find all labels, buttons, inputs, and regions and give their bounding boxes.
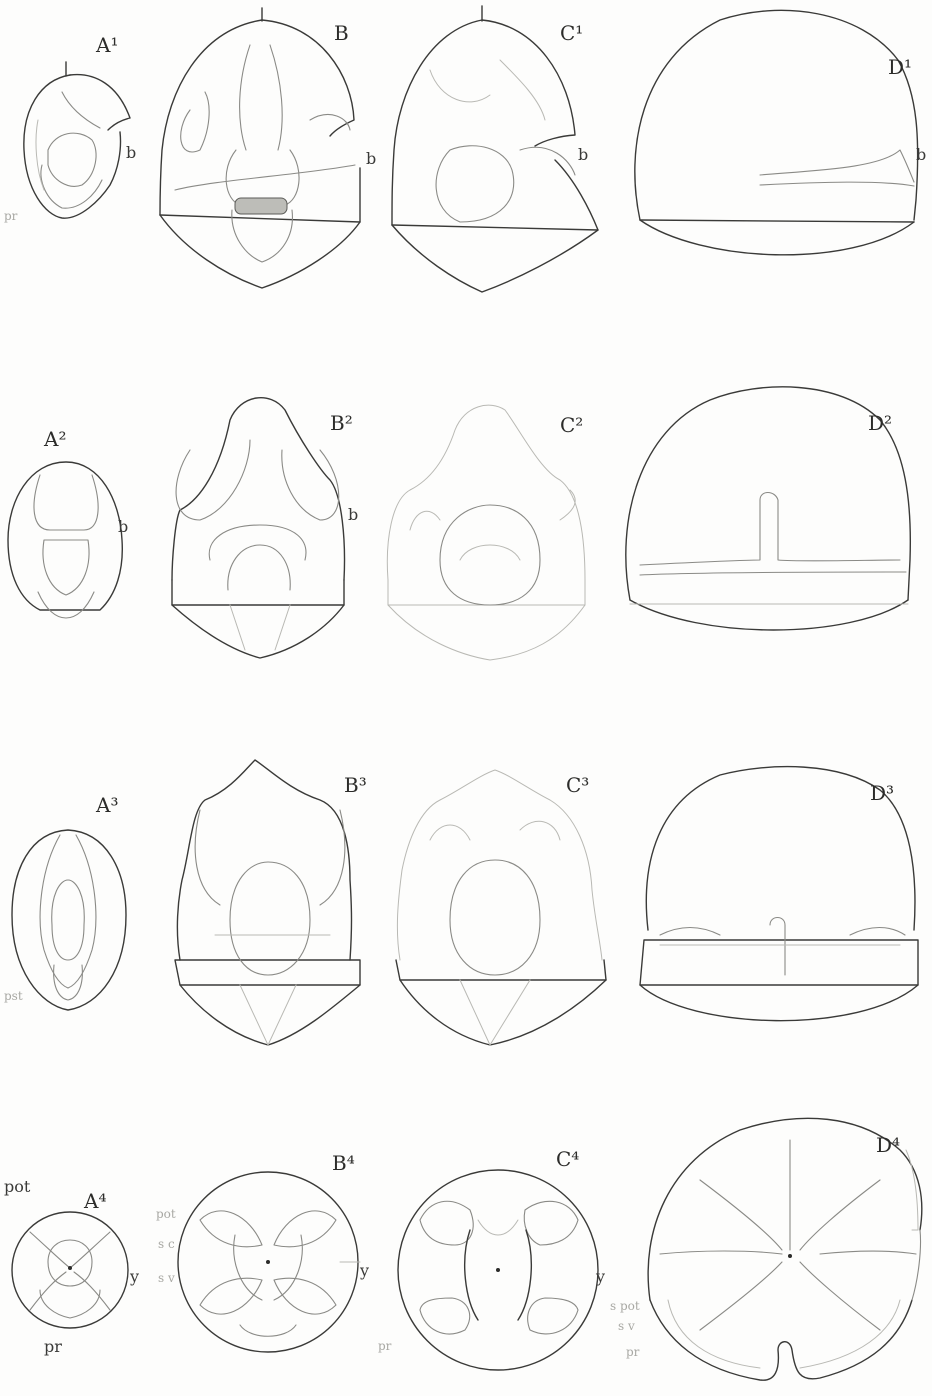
figure-a1 [24,62,130,218]
label-d3: D³ [870,781,894,805]
label-b2: B² [330,411,353,435]
part-label-pot-a4: pot [4,1177,31,1196]
part-label-y-a4: y [129,1267,139,1286]
figure-c4 [398,1170,598,1370]
label-d4: D⁴ [876,1133,900,1157]
part-label-sv-d4: s v [618,1319,635,1333]
figure-c3 [396,770,606,1045]
part-label-pr-a4: pr [44,1337,62,1356]
label-d1: D¹ [888,55,912,79]
label-c1: C¹ [560,21,583,45]
label-b4: B⁴ [332,1151,355,1175]
figure-c1 [392,6,598,292]
figure-a3 [12,830,126,1010]
label-c4: C⁴ [556,1147,579,1171]
label-c3: C³ [566,773,589,797]
label-a4: A⁴ [83,1189,106,1213]
part-label-b-a1: b [126,143,136,162]
label-d2: D² [868,411,892,435]
figure-b2 [172,398,344,658]
label-b: B [334,21,349,45]
figure-c2 [387,405,585,660]
part-label-y-b4: y [359,1261,369,1280]
figure-b [160,8,360,288]
figure-b3 [175,760,360,1045]
part-label-pot-b4: pot [156,1207,176,1221]
part-label-pst-a3: pst [4,989,23,1003]
label-b3: B³ [344,773,367,797]
part-label-spot-d4: s pot [610,1299,640,1313]
part-label-sc-b4: s c [158,1237,175,1251]
part-label-y-c4: y [595,1267,605,1286]
label-a1: A¹ [95,33,118,57]
figure-a2 [8,462,122,618]
part-label-b-d1: b [916,145,926,164]
part-label-sv-b4: s v [158,1271,175,1285]
part-label-pr-d4: pr [626,1345,640,1359]
label-a3: A³ [95,793,118,817]
part-label-b-c1: b [578,145,588,164]
part-label-b-b: b [366,149,376,168]
figure-d4 [648,1118,922,1380]
figure-a4 [12,1212,128,1328]
figure-b4 [178,1172,360,1352]
part-label-pr-c4: pr [378,1339,392,1353]
part-label-pr-a1: pr [4,209,18,223]
part-label-b-b2: b [348,505,358,524]
part-label-b-a2: b [118,517,128,536]
label-c2: C² [560,413,583,437]
label-a2: A² [43,427,66,451]
figure-d1 [635,10,918,255]
